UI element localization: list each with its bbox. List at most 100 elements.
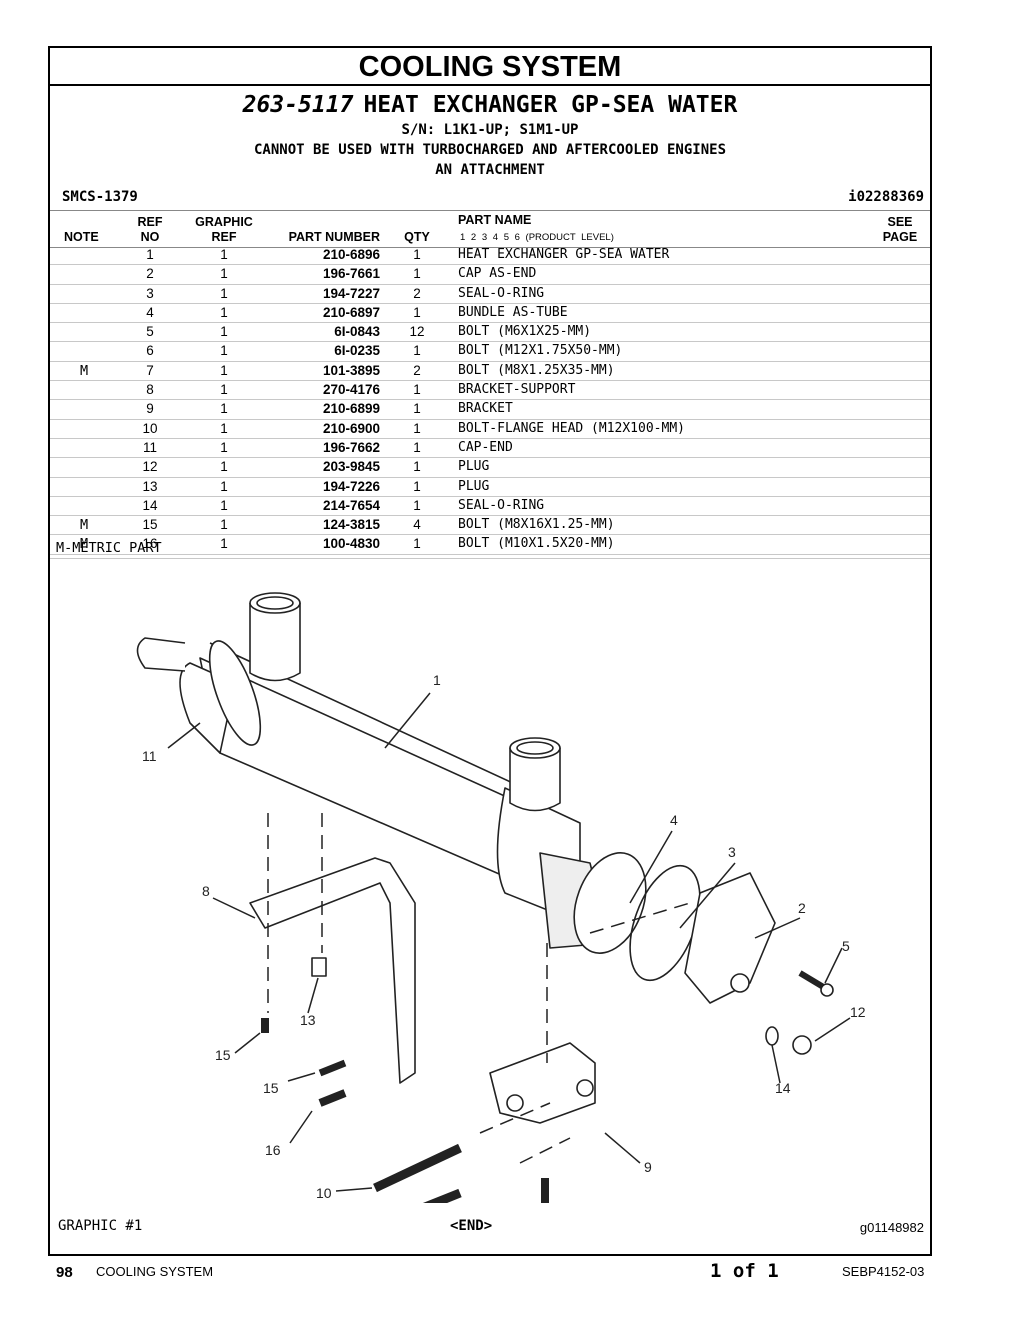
header-part-number: PART NUMBER xyxy=(288,230,380,244)
callout-2: 2 xyxy=(798,900,806,916)
part-qty: 2 xyxy=(413,362,421,378)
part-name: BOLT (M8X16X1.25-MM) xyxy=(458,517,615,533)
footer-section: COOLING SYSTEM xyxy=(96,1264,214,1279)
left-nozzle xyxy=(136,637,186,672)
exploded-view-drawing: 1114325121481315151610697 xyxy=(136,592,866,1203)
part-number: 6I-0843 xyxy=(334,324,380,340)
part-qty: 1 xyxy=(413,497,421,513)
part-name: PLUG xyxy=(458,478,490,494)
part-name: HEAT EXCHANGER GP-SEA WATER xyxy=(458,247,670,262)
table-row: 9 1 210-6899 1 BRACKET xyxy=(50,400,930,420)
left-flange xyxy=(208,640,262,746)
bolt-10 xyxy=(373,1143,462,1193)
part-name: SEAL-O-RING xyxy=(458,285,545,301)
part-number: 203-9845 xyxy=(322,459,380,475)
part-number: 270-4176 xyxy=(322,382,380,398)
part-ref-no: 12 xyxy=(142,459,158,475)
part-graphic-ref: 1 xyxy=(220,459,228,475)
part-name: BUNDLE AS-TUBE xyxy=(458,304,568,320)
part-graphic-ref: 1 xyxy=(220,478,228,494)
part-ref-no: 14 xyxy=(142,497,158,513)
callout-10: 10 xyxy=(316,1185,332,1201)
part-qty: 1 xyxy=(413,420,421,436)
smcs-code: SMCS-1379 xyxy=(62,189,138,205)
part-graphic-ref: 1 xyxy=(220,247,228,262)
part-number: 214-7654 xyxy=(322,497,380,513)
part-qty: 1 xyxy=(413,401,421,417)
part-name: BRACKET xyxy=(458,401,513,417)
part-number: 194-7226 xyxy=(322,478,380,494)
attachment-note: AN ATTACHMENT xyxy=(435,162,545,178)
callout-12: 12 xyxy=(850,1004,866,1020)
part-graphic-ref: 1 xyxy=(220,382,228,398)
part-number: 100-4830 xyxy=(322,536,380,552)
illustration-id: i02288369 xyxy=(848,189,924,205)
callout-9: 9 xyxy=(644,1159,652,1175)
part-name: BOLT (M8X1.25X35-MM) xyxy=(458,362,615,378)
part-graphic-ref: 1 xyxy=(220,324,228,340)
part-ref-no: 4 xyxy=(146,304,154,320)
part-graphic-ref: 1 xyxy=(220,343,228,359)
bolt-16 xyxy=(318,1089,347,1107)
part-number: 210-6899 xyxy=(322,401,380,417)
callout-3: 3 xyxy=(728,844,736,860)
header-ref-bottom: NO xyxy=(140,230,160,244)
part-qty: 2 xyxy=(413,285,421,301)
part-graphic-ref: 1 xyxy=(220,401,228,417)
page-number: 98 xyxy=(56,1264,73,1281)
header-see-top: SEE xyxy=(887,215,913,229)
graphic-label: GRAPHIC #1 xyxy=(58,1218,143,1234)
metric-note: M-METRIC PART xyxy=(56,540,162,556)
part-ref-no: 6 xyxy=(146,343,154,359)
part-graphic-ref: 1 xyxy=(220,439,228,455)
part-graphic-ref: 1 xyxy=(220,285,228,301)
callout-4: 4 xyxy=(670,812,678,828)
part-qty: 1 xyxy=(413,478,421,494)
part-note: M xyxy=(80,517,89,534)
part-ref-no: 10 xyxy=(142,420,158,436)
header-product-levels: 1 2 3 4 5 6 (PRODUCT LEVEL) xyxy=(460,232,614,243)
part-name: PLUG xyxy=(458,459,490,475)
part-number: 210-6896 xyxy=(322,247,380,262)
part-qty: 1 xyxy=(413,304,421,320)
part-qty: 4 xyxy=(413,517,421,533)
callout-13: 13 xyxy=(300,1012,316,1028)
part-graphic-ref: 1 xyxy=(220,304,228,320)
callout-14: 14 xyxy=(775,1080,791,1096)
part-name: BOLT (M12X1.75X50-MM) xyxy=(458,343,623,359)
part-number: 196-7661 xyxy=(322,266,380,282)
part-ref-no: 11 xyxy=(142,439,157,455)
part-number: 210-6897 xyxy=(322,304,380,320)
callout-8: 8 xyxy=(202,883,210,899)
header-note: NOTE xyxy=(64,230,99,244)
callout-15: 15 xyxy=(215,1047,231,1063)
part-note: M xyxy=(80,362,89,379)
part-note: M xyxy=(80,536,89,553)
callout-16: 16 xyxy=(265,1142,281,1158)
header-part-name: PART NAME xyxy=(458,213,532,227)
header-graphic-top: GRAPHIC xyxy=(195,215,253,229)
header-qty: QTY xyxy=(404,230,430,244)
bolt-15-right xyxy=(318,1059,347,1077)
table-row: 4 1 210-6897 1 BUNDLE AS-TUBE xyxy=(50,304,930,324)
part-graphic-ref: 1 xyxy=(220,266,228,282)
plug-12 xyxy=(792,1035,812,1055)
part-ref-no: 1 xyxy=(146,247,154,262)
part-number: 196-7662 xyxy=(322,439,380,455)
callout-15: 15 xyxy=(263,1080,279,1096)
part-ref-no: 9 xyxy=(146,401,154,417)
part-name: CAP-END xyxy=(458,439,513,455)
group-name: HEAT EXCHANGER GP-SEA WATER xyxy=(363,92,738,118)
